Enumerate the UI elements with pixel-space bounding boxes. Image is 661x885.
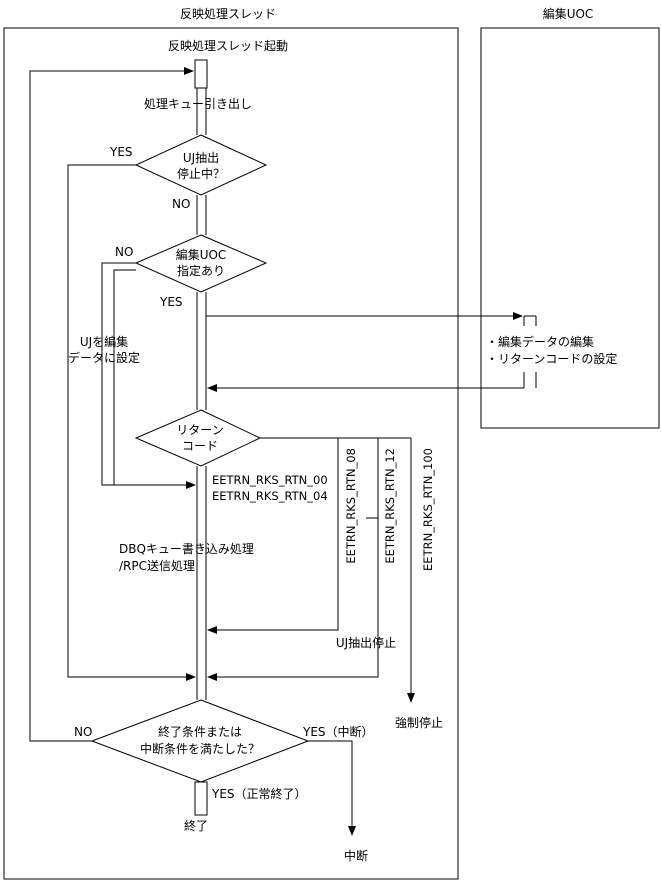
uj-stop-text2: 停止中？: [177, 166, 225, 181]
end-cond-text1: 終了条件または: [158, 724, 242, 739]
uoc-spec-yes: YES: [159, 295, 183, 309]
uoc-spec-text1: 編集UOC: [176, 247, 227, 262]
rc08-line: [207, 438, 339, 634]
uoc-spec-decision: [134, 234, 268, 293]
uoc-spec-no: NO: [115, 245, 133, 259]
uj-stop-decision: [134, 134, 268, 196]
rc12-label: EETRN_RKS_RTN_12: [383, 448, 397, 564]
end-cond-text2: 中断条件を満たした？: [140, 741, 260, 756]
return-code-decision: [134, 409, 262, 467]
uj-stop-yes: YES: [109, 145, 133, 159]
dbq-text1: DBQキュー書き込み処理: [119, 542, 254, 556]
uoc-item2: ・リターンコードの設定: [486, 351, 617, 366]
rc00-label: EETRN_RKS_RTN_00: [212, 473, 328, 487]
uoc-lane-title: 編集UOC: [543, 6, 594, 21]
thread-lane-title: 反映処理スレッド: [180, 7, 276, 21]
rc04-label: EETRN_RKS_RTN_04: [212, 489, 328, 503]
end-block: [194, 781, 208, 816]
uj-stop-no: NO: [172, 197, 190, 211]
uoc-spec-no-line-outer: [101, 262, 196, 489]
end-cond-no: NO: [74, 725, 92, 739]
uj-set-text1: UJを編集: [80, 334, 128, 349]
return-code-text2: コード: [182, 439, 218, 453]
uj-stop-label: UJ抽出停止: [336, 635, 396, 650]
start-label: 反映処理スレッド起動: [168, 39, 288, 53]
end-cond-yes-normal: YES（正常終了）: [211, 786, 307, 801]
abort-label: 中断: [344, 848, 368, 863]
thread-lane-box: [3, 27, 459, 880]
loop-back-line: [29, 67, 194, 742]
return-code-text1: リターン: [176, 423, 223, 437]
uj-stop-text1: UJ抽出: [183, 151, 219, 165]
end-cond-yes-abort: YES（中断）: [302, 724, 374, 739]
abort-line: [308, 740, 356, 836]
uoc-spec-text2: 指定あり: [177, 263, 225, 278]
dequeue-label: 処理キュー引き出し: [144, 97, 252, 111]
dbq-text2: /RPC送信処理: [119, 558, 195, 573]
uj-stop-yes-line: [67, 164, 196, 681]
uoc-item1: ・編集データの編集: [486, 334, 594, 349]
force-stop-label: 強制停止: [395, 715, 443, 730]
rc08-label: EETRN_RKS_RTN_08: [344, 448, 358, 564]
uoc-spec-no-line-inner: [113, 269, 136, 485]
uoc-activation: [523, 315, 537, 388]
uoc-lane-box: [480, 27, 660, 429]
end-label: 終了: [184, 818, 208, 833]
uj-set-text2: データに設定: [68, 350, 140, 365]
rc100-label: EETRN_RKS_RTN_100: [421, 448, 435, 571]
start-block: [194, 59, 208, 89]
end-cond-decision: [90, 699, 310, 783]
